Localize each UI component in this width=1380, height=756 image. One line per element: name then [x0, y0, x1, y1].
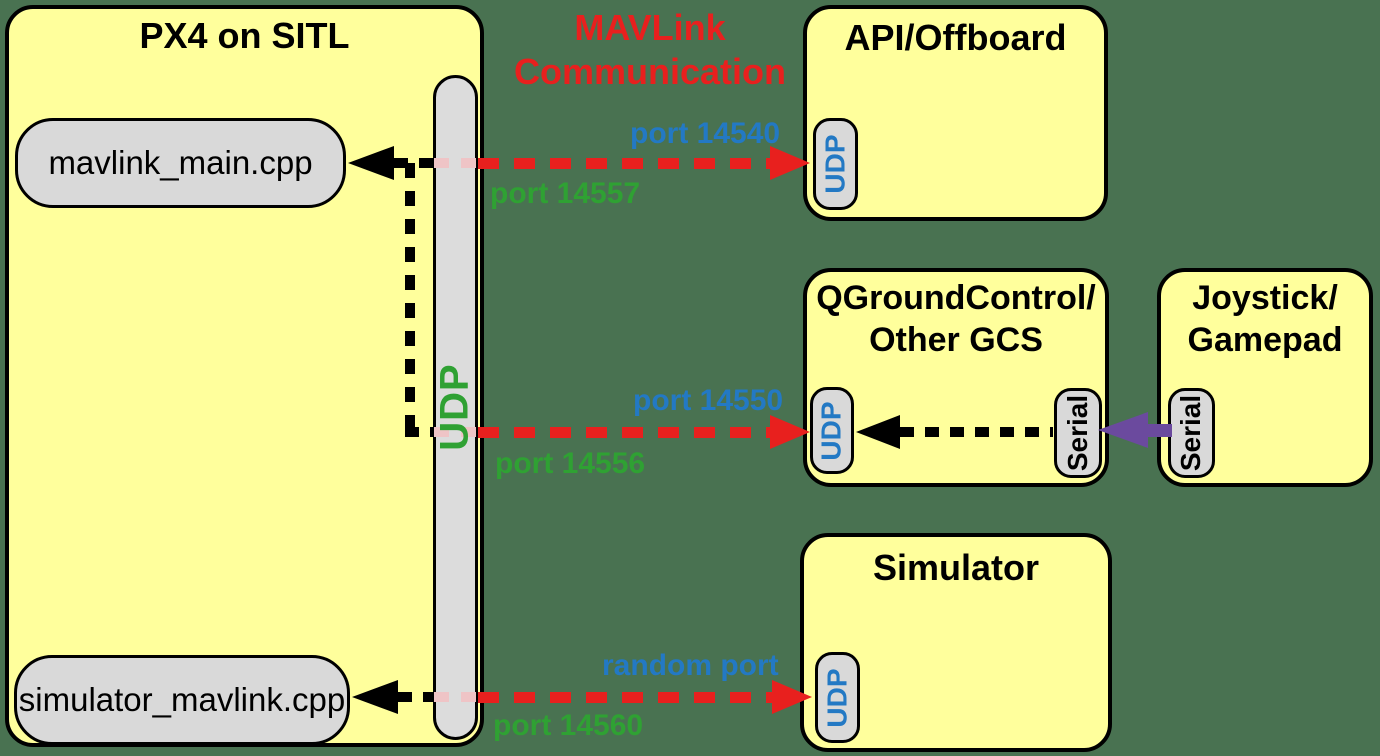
arrowhead-right-icon — [770, 146, 810, 180]
api-offboard-box: API/Offboard — [803, 5, 1108, 221]
sim-link-black-dash — [398, 692, 434, 702]
simulator-mavlink-node: simulator_mavlink.cpp — [14, 655, 350, 745]
simulator-mavlink-label: simulator_mavlink.cpp — [18, 681, 346, 718]
api-link-blue-port-label: port 14540 — [630, 117, 781, 150]
mavlink-main-branch-dash — [405, 163, 415, 435]
gcs-link-green-port-label: port 14556 — [495, 447, 646, 480]
qgroundcontrol-title-line1: QGroundControl/ — [816, 279, 1096, 317]
api-link-green-port-label: port 14557 — [490, 177, 641, 210]
qgroundcontrol-title: QGroundControl/ Other GCS — [807, 277, 1105, 361]
joystick-serial-link — [1146, 424, 1172, 437]
api-link-dim-dash — [434, 158, 478, 168]
mavlink-communication-heading: MAVLink Communication — [500, 6, 800, 94]
joystick-title-line2: Gamepad — [1187, 321, 1343, 359]
udp-badge-simulator-label: UDP — [821, 667, 853, 728]
mavlink-main-label: mavlink_main.cpp — [48, 144, 313, 181]
serial-badge-qgc: Serial — [1054, 388, 1102, 478]
px4-sitl-title: PX4 on SITL — [139, 15, 350, 56]
sim-link-dim-dash — [434, 692, 478, 702]
arrowhead-right-icon — [770, 415, 810, 449]
udp-bus-label: UDP — [432, 363, 477, 451]
arrowhead-left-purple-icon — [1098, 412, 1148, 448]
arrowhead-left-icon — [348, 146, 394, 180]
api-offboard-title: API/Offboard — [844, 17, 1067, 58]
sim-link-green-port-label: port 14560 — [493, 709, 644, 742]
udp-badge-api-label: UDP — [819, 134, 851, 194]
simulator-title: Simulator — [872, 547, 1040, 588]
sim-link-red-dash — [478, 692, 772, 703]
heading-line1: MAVLink — [574, 7, 726, 48]
udp-badge-qgc-label: UDP — [816, 400, 847, 461]
arrowhead-left-icon — [856, 415, 900, 449]
udp-badge-simulator: UDP — [815, 652, 860, 743]
joystick-title: Joystick/ Gamepad — [1161, 277, 1369, 361]
gcs-link-dim-dash — [434, 427, 478, 437]
heading-line2: Communication — [513, 51, 786, 92]
joystick-box: Joystick/ Gamepad — [1157, 268, 1373, 487]
udp-badge-api: UDP — [813, 118, 858, 210]
gcs-link-blue-port-label: port 14550 — [633, 384, 784, 417]
serial-badge-joystick: Serial — [1168, 388, 1215, 478]
joystick-title-line1: Joystick/ — [1192, 279, 1338, 317]
mavlink-main-node: mavlink_main.cpp — [15, 118, 346, 208]
serial-badge-joystick-label: Serial — [1175, 394, 1207, 472]
gcs-link-red-dash — [478, 427, 770, 438]
gcs-link-black-dash — [405, 427, 434, 437]
qgroundcontrol-title-line2: Other GCS — [869, 321, 1043, 359]
udp-bus-bar — [433, 75, 478, 740]
udp-badge-qgc: UDP — [810, 387, 854, 474]
serial-badge-qgc-label: Serial — [1062, 394, 1093, 472]
api-link-red-dash — [478, 158, 770, 169]
arrowhead-right-icon — [772, 680, 812, 714]
qgc-serial-udp-dash — [900, 427, 1053, 437]
sim-link-blue-port-label: random port — [602, 649, 779, 682]
simulator-box: Simulator — [800, 533, 1112, 752]
arrowhead-left-icon — [352, 680, 398, 714]
